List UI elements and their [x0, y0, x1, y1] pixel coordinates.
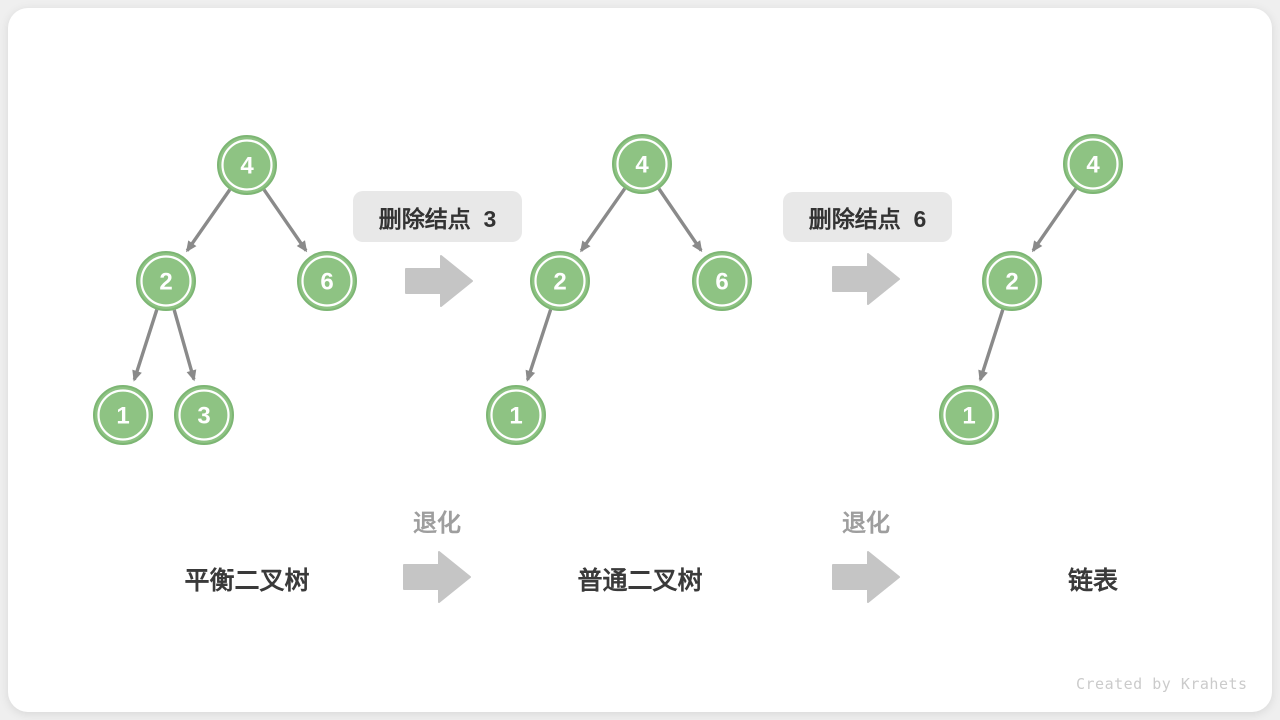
delete-node-6-label: 删除结点 6: [783, 192, 952, 242]
tree-node-2: 2: [982, 251, 1042, 311]
node-value-label: 4: [240, 153, 254, 180]
node-value-label: 1: [116, 403, 129, 430]
caption-balanced-binary-tree: 平衡二叉树: [184, 567, 310, 595]
degrade-arrow-1-icon: [403, 551, 471, 603]
tree-edge-4-2: [1031, 187, 1078, 253]
tree-node-1: 1: [486, 385, 546, 445]
tree-edge-4-6: [262, 188, 308, 253]
tree-node-4: 4: [217, 135, 277, 195]
step-arrow-2-icon: [832, 253, 900, 305]
tree-edge-4-6: [657, 187, 703, 253]
tree-edge-2-1: [525, 308, 553, 382]
node-value-label: 4: [1086, 152, 1100, 179]
node-value-label: 1: [962, 403, 975, 430]
degrade-label-2: 退化: [842, 510, 890, 537]
degrade-label-1: 退化: [413, 510, 461, 537]
linked-list: 4 2 1: [939, 134, 1123, 445]
node-value-label: 6: [715, 269, 728, 296]
tree-node-6: 6: [297, 251, 357, 311]
node-value-label: 1: [509, 403, 522, 430]
degrade-arrow-2-icon: [832, 551, 900, 603]
node-value-label: 4: [635, 152, 649, 179]
tree-node-3: 3: [174, 385, 234, 445]
node-value-label: 2: [159, 269, 172, 296]
delete-node-3-label: 删除结点 3: [353, 191, 522, 242]
tree-edge-2-1: [132, 309, 159, 382]
step-arrow-1-icon: [405, 255, 473, 307]
ordinary-binary-tree: 4 2 6 1: [486, 134, 752, 445]
tree-edge-2-1: [978, 309, 1005, 382]
tree-edge-2-3: [172, 309, 197, 382]
node-value-label: 2: [553, 269, 566, 296]
tree-edge-4-2: [579, 187, 627, 253]
tree-edge-4-2: [185, 188, 232, 253]
tree-node-4: 4: [1063, 134, 1123, 194]
tree-node-6: 6: [692, 251, 752, 311]
tree-node-1: 1: [93, 385, 153, 445]
balanced-binary-tree: 4 2 6 1 3: [93, 135, 357, 445]
tree-node-1: 1: [939, 385, 999, 445]
tree-node-2: 2: [136, 251, 196, 311]
watermark-credit: Created by Krahets: [1076, 675, 1248, 693]
caption-linked-list: 链表: [1067, 567, 1118, 595]
tree-node-2: 2: [530, 251, 590, 311]
diagram-card: [8, 8, 1272, 712]
node-value-label: 2: [1005, 269, 1018, 296]
node-value-label: 3: [197, 403, 210, 430]
caption-ordinary-binary-tree: 普通二叉树: [577, 567, 703, 595]
tree-node-4: 4: [612, 134, 672, 194]
node-value-label: 6: [320, 269, 333, 296]
